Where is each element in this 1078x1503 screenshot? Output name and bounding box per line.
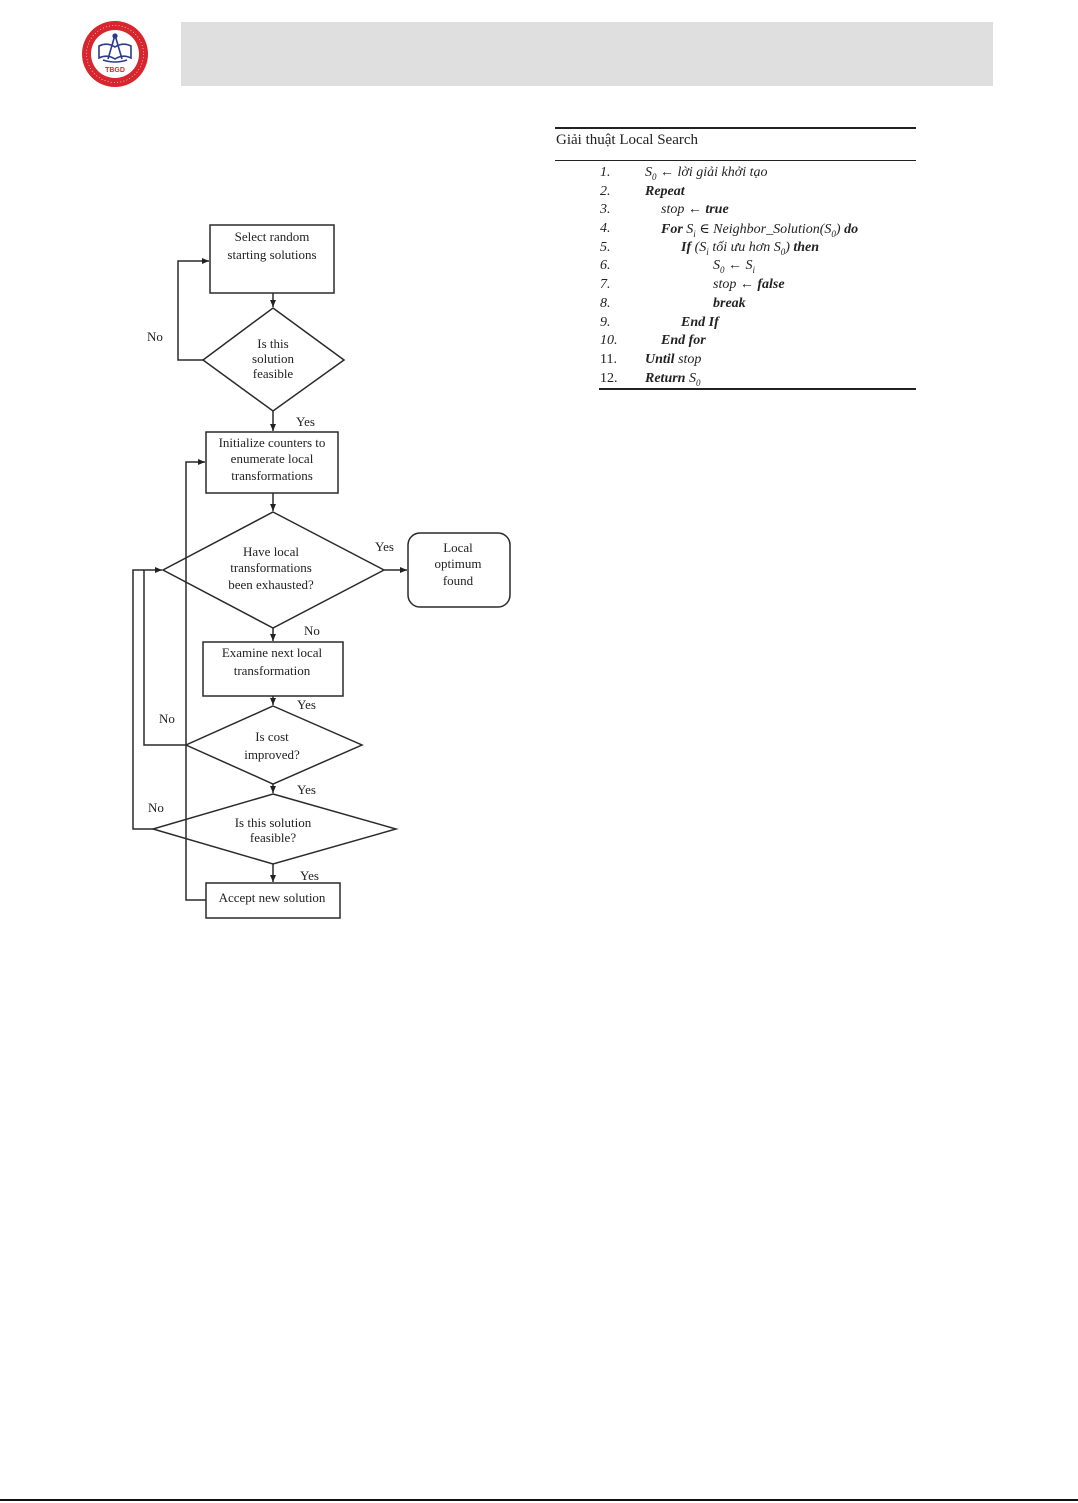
algorithm-line-code: End If xyxy=(681,314,719,330)
algorithm-line-code: stop ← false xyxy=(713,277,785,293)
algorithm-top-rule xyxy=(555,127,916,129)
edge-cost-no-loop xyxy=(143,567,186,746)
node-examine-next-line2: transformation xyxy=(234,663,311,678)
footer-rule xyxy=(0,1499,1078,1501)
node-cost-improved xyxy=(184,705,364,785)
algorithm-line-code: stop ← true xyxy=(661,202,729,218)
edge-feasible2-no-loop xyxy=(132,569,153,830)
label-yes-exhausted: Yes xyxy=(375,539,394,554)
label-yes-examine: Yes xyxy=(297,697,316,712)
label-no-feasible-2: No xyxy=(148,800,164,815)
algorithm-line-number: 5. xyxy=(600,239,611,255)
node-feasible-1-line1: Is this xyxy=(257,336,288,351)
algorithm-lines: 1. S0 ← lời giải khởi tạo 2. Repeat 3. stop ←… xyxy=(600,165,916,389)
algorithm-line-number: 6. xyxy=(600,258,611,274)
label-yes-cost: Yes xyxy=(297,782,316,797)
node-init-counters-line1: Initialize counters to xyxy=(219,435,326,450)
algorithm-line-code: Repeat xyxy=(645,183,685,199)
node-exhausted-line1: Have local xyxy=(243,544,299,559)
algorithm-line: 4. For Si ∈ Neighbor_Solution(S0) do xyxy=(600,221,916,240)
node-init-counters-line3: transformations xyxy=(231,468,313,483)
algorithm-line: 3. stop ← true xyxy=(600,202,916,221)
algorithm-line-number: 8. xyxy=(600,295,611,311)
node-cost-improved-line1: Is cost xyxy=(255,729,289,744)
algorithm-line-code: If (Si tối ưu hơn S0) then xyxy=(681,239,820,257)
algorithm-line-number: 12. xyxy=(600,370,618,386)
node-local-optimum-line2: optimum xyxy=(435,556,482,571)
algorithm-line: 1. S0 ← lời giải khởi tạo xyxy=(600,165,916,184)
tbgd-logo-icon: TBGD xyxy=(82,21,148,87)
algorithm-header-rule xyxy=(555,160,916,161)
algorithm-line: 8. break xyxy=(600,296,916,315)
node-accept-new-line1: Accept new solution xyxy=(219,890,326,905)
node-examine-next-line1: Examine next local xyxy=(222,645,323,660)
node-exhausted-line3: been exhausted? xyxy=(228,577,314,592)
header-bar xyxy=(181,22,993,86)
algorithm-title: Giải thuật Local Search xyxy=(556,132,699,148)
node-init-counters-line2: enumerate local xyxy=(231,451,314,466)
algorithm-line: 12. Return S0 xyxy=(600,371,916,390)
algorithm-line-number: 9. xyxy=(600,314,611,330)
algorithm-line-code: For Si ∈ Neighbor_Solution(S0) do xyxy=(661,222,859,239)
node-select-start-line1: Select random xyxy=(235,229,310,244)
algorithm-line-code: Return S0 xyxy=(645,370,701,388)
algorithm-line-number: 4. xyxy=(600,221,611,237)
node-exhausted-line2: transformations xyxy=(230,560,312,575)
algorithm-line-number: 11. xyxy=(600,351,617,367)
label-no-feasible-1: No xyxy=(147,329,163,344)
node-cost-improved-line2: improved? xyxy=(244,747,300,762)
algorithm-line-code: S0 ← Si xyxy=(713,258,756,276)
label-yes-feasible-2: Yes xyxy=(300,868,319,883)
node-local-optimum-line3: found xyxy=(443,573,474,588)
label-yes-feasible-1: Yes xyxy=(296,414,315,429)
algorithm-line: 2. Repeat xyxy=(600,184,916,203)
logo-emblem xyxy=(98,33,132,63)
algorithm-line-code: S0 ← lời giải khởi tạo xyxy=(645,165,768,182)
algorithm-line-number: 10. xyxy=(600,333,618,349)
node-feasible-2-line1: Is this solution xyxy=(235,815,312,830)
algorithm-line-code: End for xyxy=(661,333,706,349)
algorithm-line-code: Until stop xyxy=(645,351,702,367)
algorithm-line: 6. S0 ← Si xyxy=(600,258,916,277)
node-examine-next xyxy=(202,641,344,697)
logo-inner xyxy=(91,30,139,78)
algorithm-line: 9. End If xyxy=(600,315,916,334)
node-feasible-1-line3: feasible xyxy=(253,366,294,381)
algorithm-line: 11. Until stop xyxy=(600,352,916,371)
algorithm-line-number: 7. xyxy=(600,277,611,293)
logo-text: TBGD xyxy=(105,67,125,74)
algorithm-line: 10. End for xyxy=(600,333,916,352)
logo-ring-lettering xyxy=(86,25,144,83)
node-feasible-1-line2: solution xyxy=(252,351,294,366)
node-select-start xyxy=(209,224,335,294)
algorithm-line: 7. stop ← false xyxy=(600,277,916,296)
label-no-cost: No xyxy=(159,711,175,726)
node-feasible-2-line2: feasible? xyxy=(250,830,296,845)
edge-accept-loop xyxy=(185,459,206,901)
node-local-optimum-line1: Local xyxy=(443,540,473,555)
algorithm-bottom-rule xyxy=(599,388,916,390)
algorithm-line-number: 2. xyxy=(600,183,611,199)
algorithm-line: 5. If (Si tối ưu hơn S0) then xyxy=(600,240,916,259)
node-accept-new xyxy=(205,882,341,919)
node-local-optimum xyxy=(407,532,511,608)
node-select-start-line2: starting solutions xyxy=(227,247,316,262)
edge-feasible-no-loop xyxy=(177,258,209,361)
node-init-counters xyxy=(205,431,339,494)
local-search-flowchart: Select random starting solutions Is this… xyxy=(132,224,511,919)
label-no-exhausted: No xyxy=(304,623,320,638)
algorithm-line-number: 3. xyxy=(600,202,611,218)
algorithm-line-code: break xyxy=(713,295,746,311)
algorithm-line-number: 1. xyxy=(600,165,611,180)
